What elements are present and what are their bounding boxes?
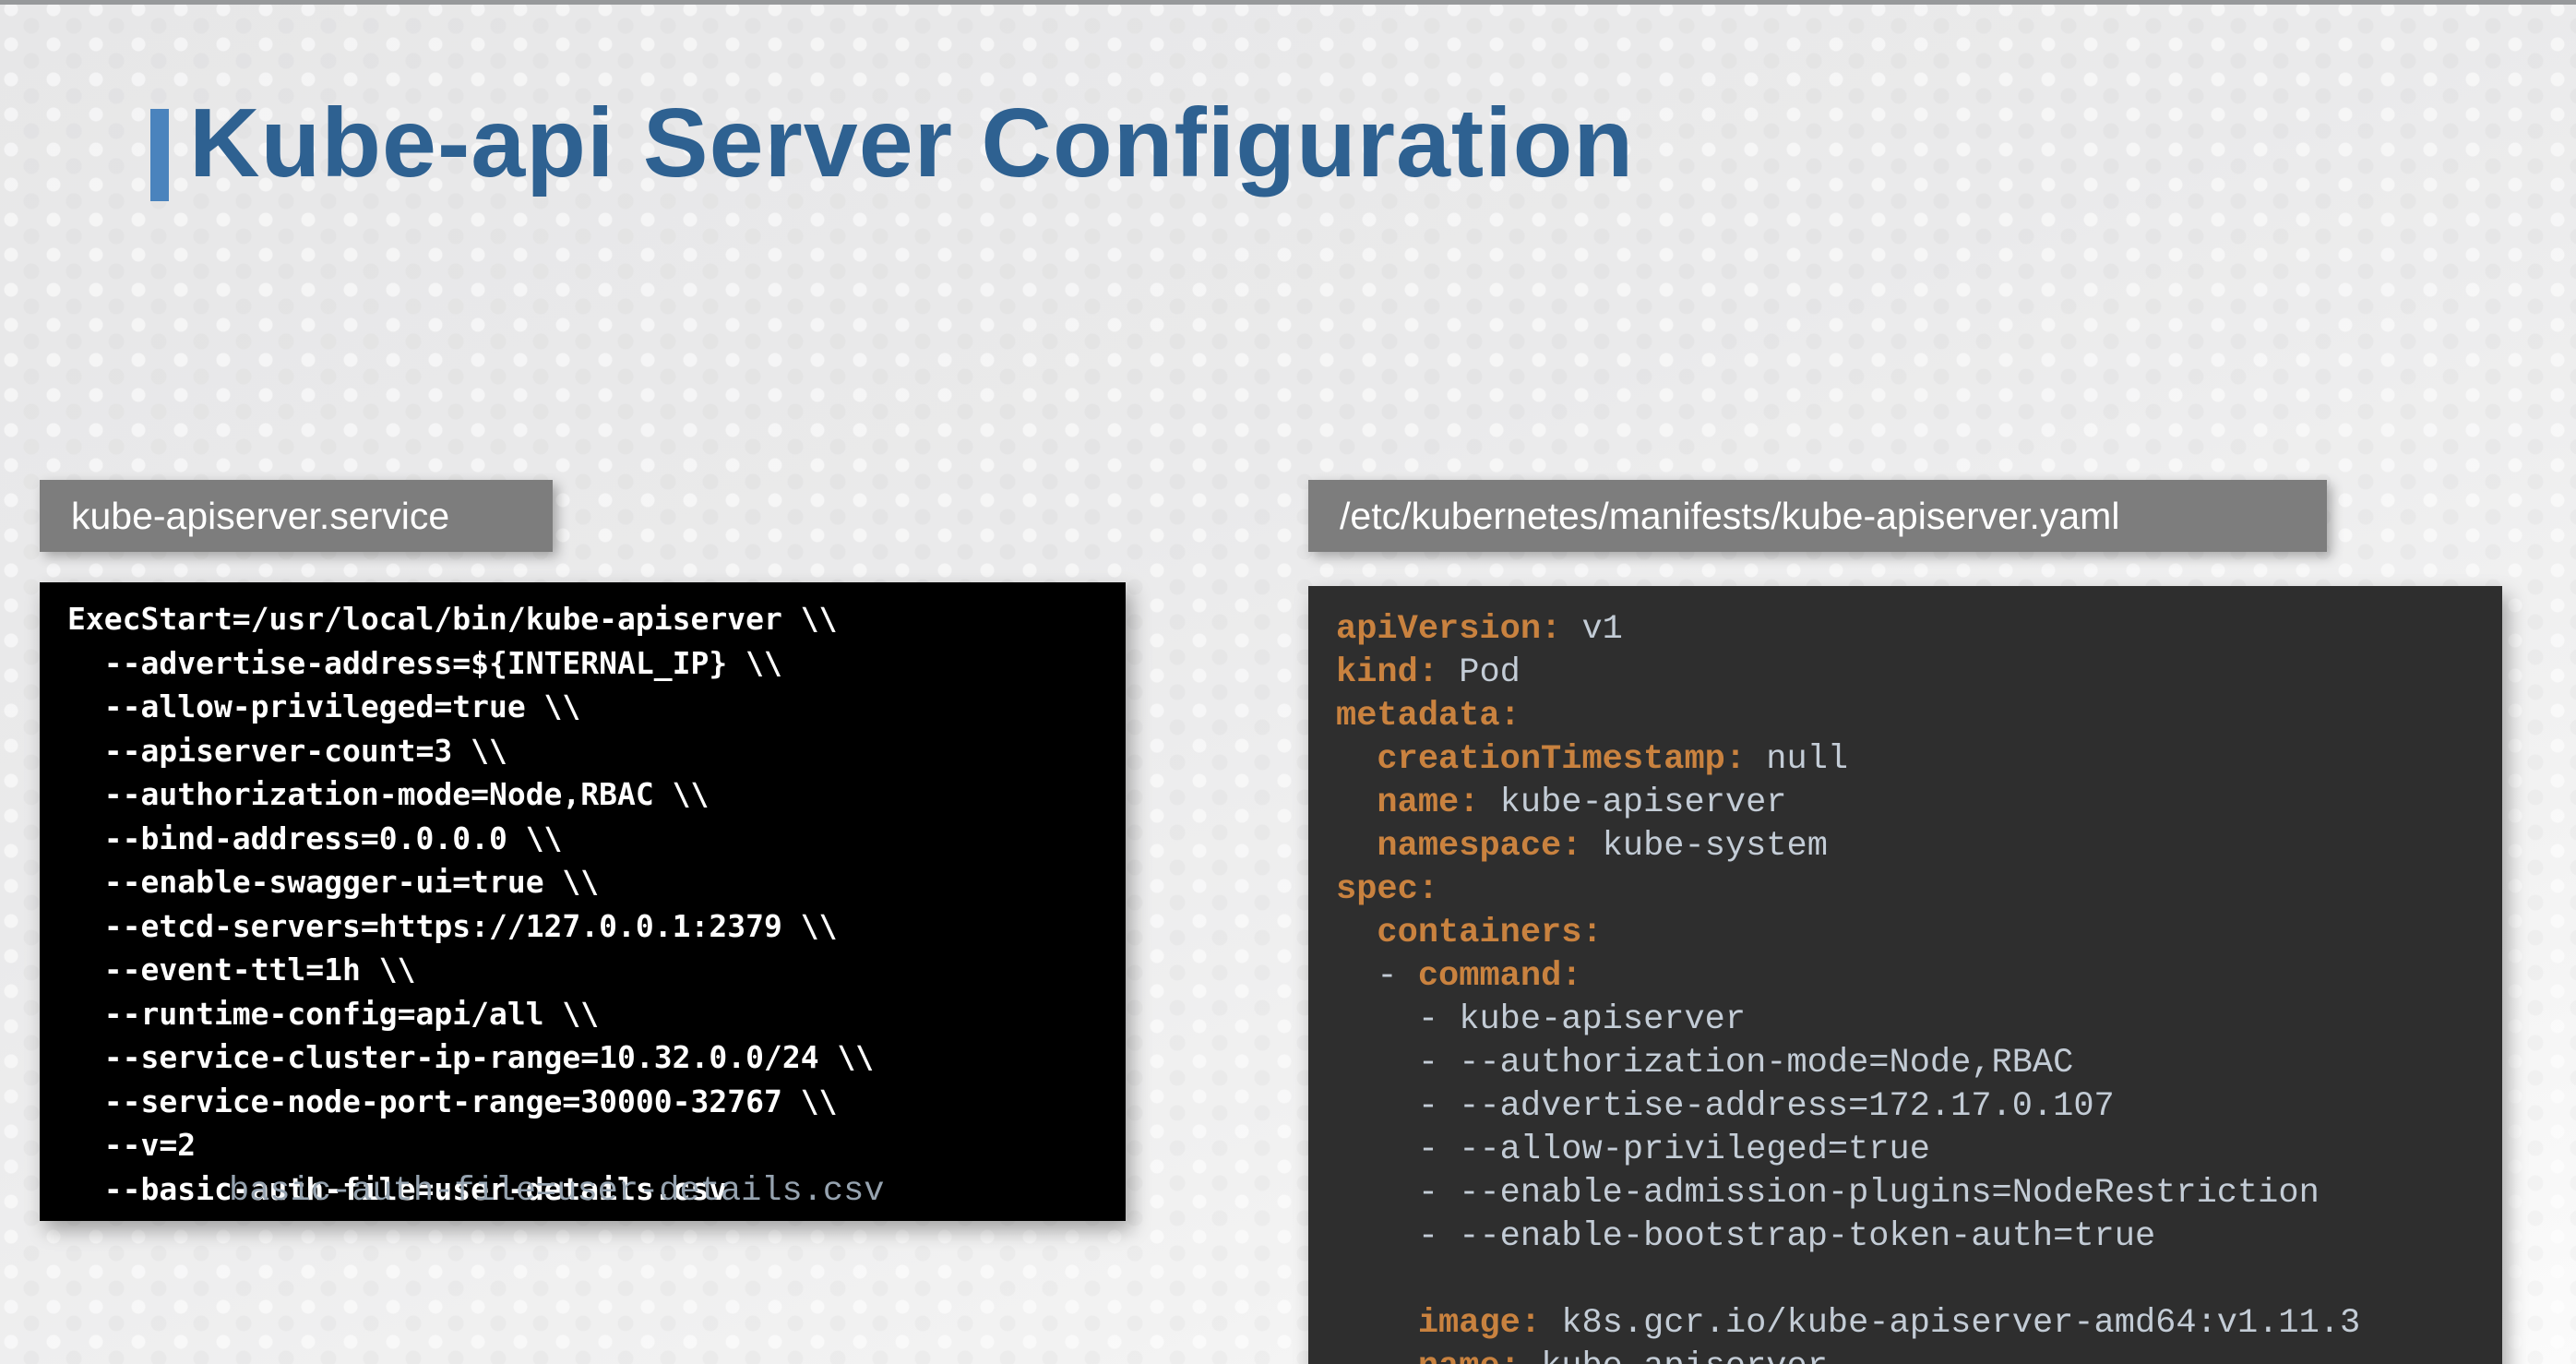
yaml-filename-label: /etc/kubernetes/manifests/kube-apiserver…	[1340, 494, 2120, 537]
yaml-line: - --advertise-address=172.17.0.107	[1417, 1087, 2115, 1126]
yaml-line: namespace: kube-system	[1377, 827, 1828, 866]
yaml-line: apiVersion: v1	[1336, 610, 1623, 649]
page-title: Kube-api Server Configuration	[189, 89, 1635, 197]
code-line: --service-cluster-ip-range=10.32.0.0/24 …	[67, 1039, 875, 1075]
code-line: --enable-swagger-ui=true \\	[67, 864, 600, 900]
title-row: Kube-api Server Configuration	[150, 89, 1634, 201]
top-border-line	[0, 0, 2576, 5]
service-panel: kube-apiserver.service ExecStart=/usr/lo…	[40, 480, 1126, 1251]
title-accent-bar	[150, 109, 169, 201]
code-line: --v=2	[67, 1127, 197, 1163]
yaml-line	[1336, 1259, 2502, 1302]
overlap-main-text: --basic-auth-file=user-details.csv	[67, 1170, 728, 1207]
yaml-line: - --enable-admission-plugins=NodeRestric…	[1417, 1174, 2320, 1213]
code-line: --service-node-port-range=30000-32767 \\	[67, 1083, 838, 1119]
code-line: --apiserver-count=3 \\	[67, 732, 507, 769]
yaml-line: metadata:	[1336, 697, 1521, 736]
code-line: ExecStart=/usr/local/bin/kube-apiserver …	[67, 601, 838, 637]
code-line: --allow-privileged=true \\	[67, 688, 581, 724]
yaml-line: spec:	[1336, 870, 1439, 909]
yaml-line: - command:	[1377, 957, 1582, 996]
service-code: ExecStart=/usr/local/bin/kube-apiserver …	[40, 582, 1126, 1221]
service-filename-label: kube-apiserver.service	[71, 494, 450, 537]
overlap-ghost-text: basic-auth-file=user-details.csv	[229, 1171, 885, 1211]
yaml-line: kind: Pod	[1336, 653, 1521, 692]
code-line: --bind-address=0.0.0.0 \\	[67, 820, 563, 856]
yaml-filename-tab: /etc/kubernetes/manifests/kube-apiserver…	[1308, 480, 2327, 552]
yaml-panel: /etc/kubernetes/manifests/kube-apiserver…	[1308, 480, 2502, 1364]
yaml-line: image: k8s.gcr.io/kube-apiserver-amd64:v…	[1417, 1304, 2361, 1343]
code-line: --runtime-config=api/all \\	[67, 995, 600, 1032]
yaml-line: - --enable-bootstrap-token-auth=true	[1417, 1217, 2156, 1256]
yaml-line: - --allow-privileged=true	[1417, 1131, 1930, 1169]
code-line: --event-ttl=1h \\	[67, 951, 416, 987]
yaml-line: name: kube-apiserver	[1377, 784, 1787, 822]
yaml-line: name: kube-apiserver	[1336, 1346, 2502, 1364]
code-line: --advertise-address=${INTERNAL_IP} \\	[67, 644, 782, 681]
yaml-line: - kube-apiserver	[1417, 1000, 1747, 1039]
service-filename-tab: kube-apiserver.service	[40, 480, 553, 552]
yaml-line: creationTimestamp: null	[1377, 740, 1849, 779]
code-line: --etcd-servers=https://127.0.0.1:2379 \\	[67, 907, 838, 944]
yaml-line: containers:	[1377, 914, 1603, 952]
code-line: --authorization-mode=Node,RBAC \\	[67, 776, 710, 812]
yaml-code: apiVersion: v1 kind: Pod metadata: creatio…	[1308, 586, 2502, 1364]
yaml-line: - --authorization-mode=Node,RBAC	[1417, 1044, 2074, 1083]
